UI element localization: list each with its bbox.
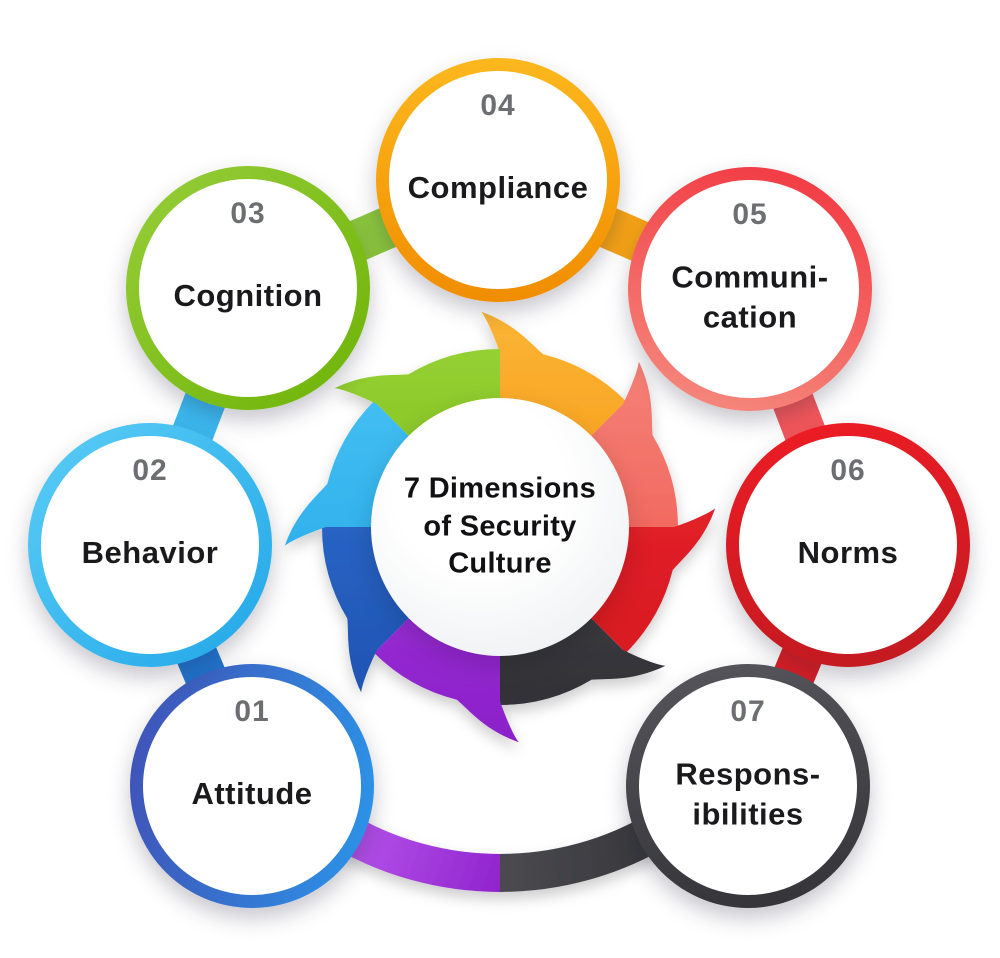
loop-arc-purple-half <box>329 812 500 893</box>
node-label: Norms <box>712 533 984 573</box>
node-number: 03 <box>230 197 266 230</box>
node-label-line: Cognition <box>173 278 323 314</box>
node-number: 07 <box>730 695 766 728</box>
node-label: Cognition <box>112 276 384 316</box>
node-label: Behavior <box>14 533 286 573</box>
center-hub-title-line: 7 Dimensions <box>403 472 597 505</box>
node-number: 02 <box>132 454 168 487</box>
node-label-line: Respons- <box>675 756 821 792</box>
node-number: 01 <box>234 695 270 728</box>
node-number: 04 <box>480 89 516 122</box>
node-label: Communi-cation <box>614 257 886 336</box>
node-label-line: cation <box>702 299 798 334</box>
node-label-line: Communi- <box>671 259 829 295</box>
center-hub-title-line: of Security <box>423 510 577 543</box>
node-label-line: Norms <box>797 535 899 571</box>
node-face <box>739 436 957 654</box>
node-label-line: Compliance <box>407 170 589 206</box>
node-label: Compliance <box>362 168 634 208</box>
loop-arc-gray-half <box>500 812 671 892</box>
node-number: 06 <box>830 454 866 487</box>
node-face <box>639 677 857 895</box>
node-label-line: Attitude <box>191 776 313 812</box>
node-label-line: ibilities <box>692 796 804 831</box>
node-label-line: Behavior <box>81 535 219 571</box>
node-face <box>139 179 357 397</box>
loop-arc <box>329 812 671 893</box>
node-number: 05 <box>732 198 768 231</box>
node-face <box>641 180 859 398</box>
node-face <box>389 71 607 289</box>
node-face <box>41 436 259 654</box>
node-label: Attitude <box>116 774 388 814</box>
node-label: Respons-ibilities <box>612 754 884 833</box>
node-face <box>143 677 361 895</box>
center-hub-title-line: Culture <box>448 547 552 580</box>
